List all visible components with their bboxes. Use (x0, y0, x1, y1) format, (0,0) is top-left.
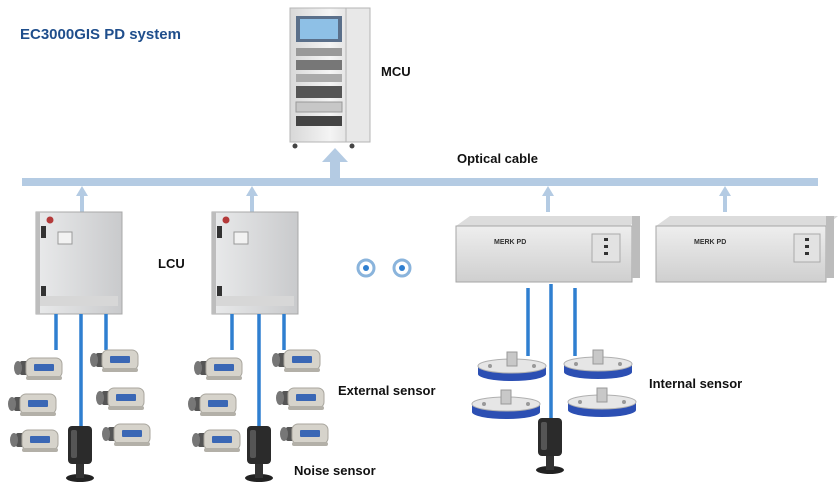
external-sensor (271, 349, 321, 373)
optical-cable-label: Optical cable (457, 151, 538, 166)
lcu-label: LCU (158, 256, 185, 271)
internal-sensor (471, 389, 541, 420)
arrow-lcu1 (76, 186, 88, 212)
external-sensor (89, 349, 139, 373)
arrow-rack2 (719, 186, 731, 212)
mcu-label: MCU (381, 64, 411, 79)
external-sensor (191, 429, 241, 453)
diagram-title: EC3000GIS PD system (20, 26, 181, 43)
external-sensor (13, 357, 63, 381)
external-sensor (101, 423, 151, 447)
arrow-lcu2 (246, 186, 258, 212)
arrow-rack1 (542, 186, 554, 212)
external-sensor (7, 393, 57, 417)
mcu-cabinet (289, 7, 371, 149)
external-sensor (275, 387, 325, 411)
rack-brand-2: MERK PD (694, 239, 726, 246)
noise-sensor (536, 418, 564, 474)
external-sensor (279, 423, 329, 447)
optical-cable-bus (22, 178, 818, 186)
rack-unit-1 (455, 216, 640, 283)
mcu-uplink-arrow (322, 148, 348, 178)
internal-sensor (477, 351, 547, 382)
noise-sensor-label: Noise sensor (294, 463, 376, 478)
ellipsis-dots (356, 258, 412, 278)
external-sensor (193, 357, 243, 381)
lcu-box-2 (211, 211, 299, 315)
rack-unit-2 (655, 216, 838, 283)
rack-brand-1: MERK PD (494, 239, 526, 246)
external-sensor (95, 387, 145, 411)
internal-sensor (567, 387, 637, 418)
external-sensor (187, 393, 237, 417)
internal-sensor-label: Internal sensor (649, 376, 743, 391)
noise-sensor (245, 426, 273, 482)
external-sensor-label: External sensor (338, 383, 436, 398)
external-sensor (9, 429, 59, 453)
sensor-wires (54, 284, 577, 426)
noise-sensor (66, 426, 94, 482)
lcu-box-1 (35, 211, 123, 315)
